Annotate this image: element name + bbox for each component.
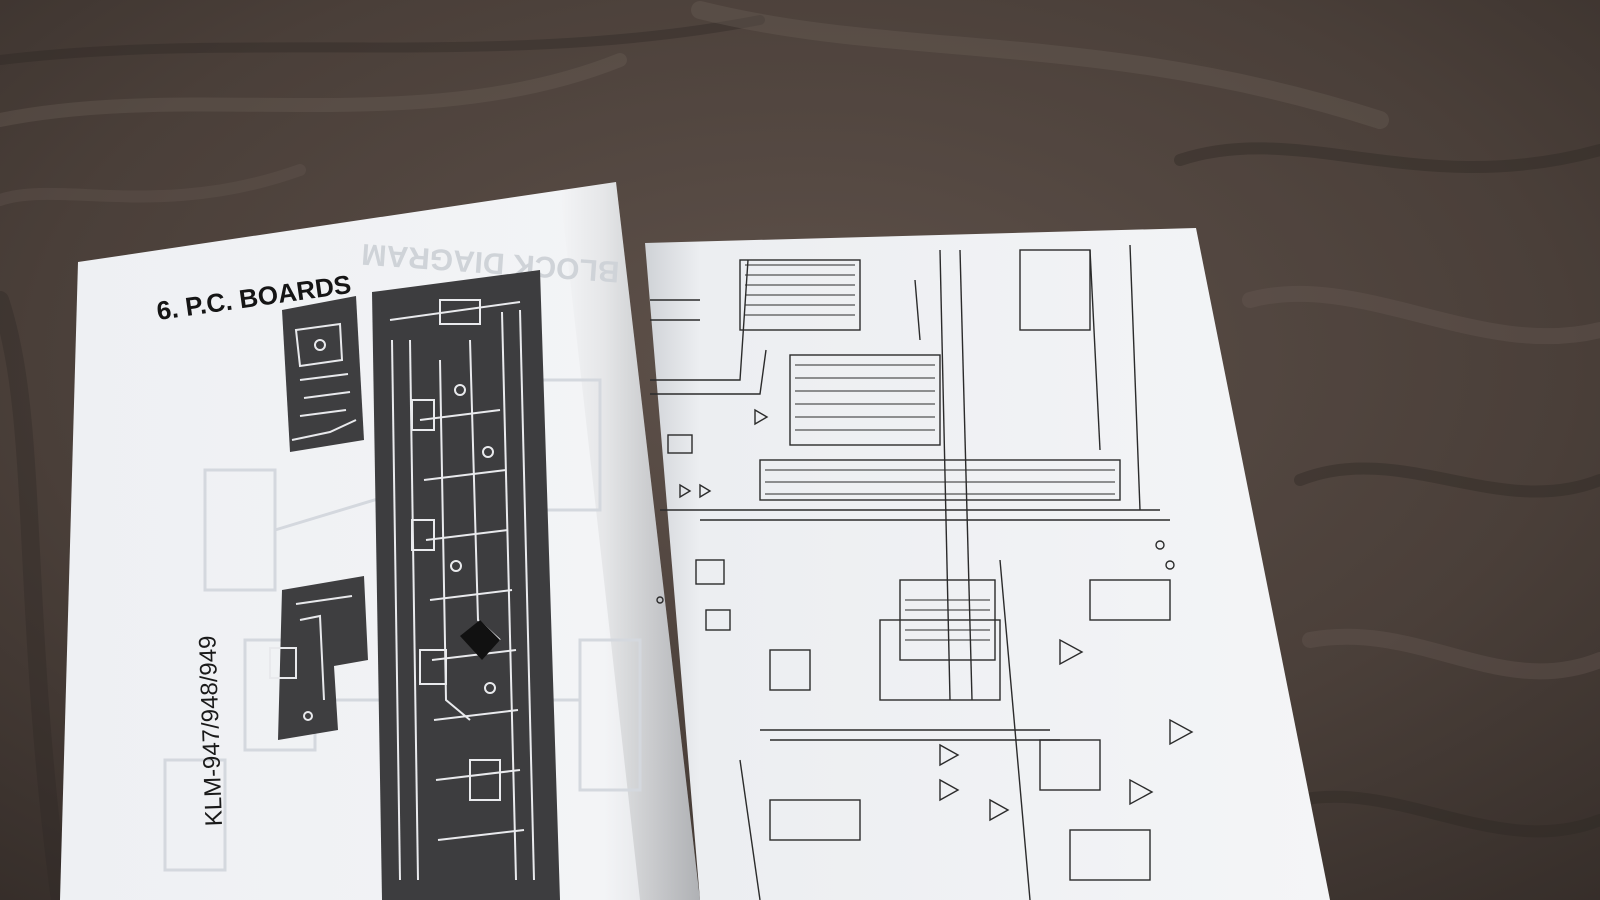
pcb-board-small-top: [282, 296, 364, 452]
pcb-board-large: [372, 270, 560, 900]
model-label: KLM-947/948/949: [194, 635, 228, 827]
pcb-traces: [389, 299, 535, 881]
pcb-board-small-bottom: [269, 576, 368, 740]
left-page-gutter-shadow: [560, 182, 700, 900]
schematic-diagram: [650, 244, 1194, 900]
right-page: [645, 228, 1330, 900]
model-label-group: KLM-947/948/949: [194, 635, 228, 827]
